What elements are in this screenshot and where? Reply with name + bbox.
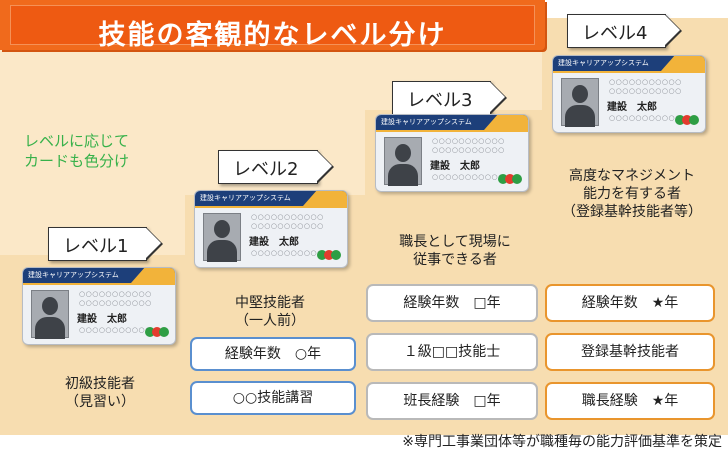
level-tag-4: レベル4 <box>567 13 682 48</box>
card-holder-name: 建設 太郎 <box>249 237 299 248</box>
card-dots-row: ○○○○○○○○○○○ <box>251 222 324 230</box>
level4-role-line-1: 高度なマネジメント <box>569 168 695 184</box>
card-system-name: 建設キャリアアップシステム <box>558 59 649 67</box>
card-dots-row: ○○○○○○○○○○○ <box>432 137 505 145</box>
card-photo <box>203 213 241 262</box>
card-dots-row: ○○○○○○○○○○○ <box>251 249 324 257</box>
level-tag-3-label: レベル3 <box>407 90 473 111</box>
level3-role-line-1: 職長として現場に <box>399 234 511 250</box>
card-holder-name: 建設 太郎 <box>430 161 480 172</box>
card-stripe <box>484 115 528 130</box>
level3-requirement-2: １級□□技能士 <box>366 333 538 371</box>
level4-requirement-3: 職長経験 ★年 <box>545 382 715 420</box>
color-note-line-1: レベルに応じて <box>24 132 130 150</box>
level2-role-line-1: 中堅技能者 <box>235 295 305 311</box>
card-system-name: 建設キャリアアップシステム <box>381 118 472 126</box>
level2-requirement-1: 経験年数 ○年 <box>190 337 356 371</box>
card-dots-row: ○○○○○○○○○○○ <box>79 299 152 307</box>
title-banner-inner: 技能の客観的なレベル分け <box>10 5 535 51</box>
card-dots-row: ○○○○○○○○○○○ <box>432 146 505 154</box>
level-tag-2: レベル2 <box>218 149 334 184</box>
card-header-line <box>553 71 705 73</box>
level2-requirement-2: ○○技能講習 <box>190 381 356 415</box>
card-header-line <box>376 130 528 132</box>
card-dots-row: ○○○○○○○○○○○ <box>251 213 324 221</box>
level4-role-line-3: （登録基幹技能者等） <box>562 204 702 220</box>
level3-requirement-1: 経験年数 □年 <box>366 284 538 322</box>
card-marks <box>498 174 522 184</box>
footnote: ※専門工事業団体等が職種毎の能力評価基準を策定 <box>402 434 722 450</box>
card-stripe <box>661 56 705 71</box>
level1-role: 初級技能者 （見習い） <box>30 375 170 411</box>
card-stripe <box>131 268 175 283</box>
card-system-name: 建設キャリアアップシステム <box>28 271 119 279</box>
id-card-level4: 建設キャリアアップシステム ○○○○○○○○○○○ ○○○○○○○○○○○ 建設… <box>552 55 706 133</box>
level-tag-2-label: レベル2 <box>233 159 299 180</box>
title-banner: 技能の客観的なレベル分け <box>0 0 545 51</box>
level4-requirement-2: 登録基幹技能者 <box>545 333 715 371</box>
level3-requirement-3: 班長経験 □年 <box>366 382 538 420</box>
id-card-level1: 建設キャリアアップシステム ○○○○○○○○○○○ ○○○○○○○○○○○ 建設… <box>22 267 176 345</box>
card-dots-row: ○○○○○○○○○○○ <box>609 114 682 122</box>
card-dots-row: ○○○○○○○○○○○ <box>79 290 152 298</box>
card-dots-row: ○○○○○○○○○○○ <box>609 78 682 86</box>
card-stripe <box>303 191 347 206</box>
level4-role: 高度なマネジメント 能力を有する者 （登録基幹技能者等） <box>546 167 718 221</box>
card-header-line <box>195 206 347 208</box>
card-holder-name: 建設 太郎 <box>607 102 657 113</box>
level2-role: 中堅技能者 （一人前） <box>200 294 340 330</box>
id-card-level2: 建設キャリアアップシステム ○○○○○○○○○○○ ○○○○○○○○○○○ 建設… <box>194 190 348 268</box>
level1-role-line-2: （見習い） <box>65 394 135 410</box>
id-card-level3: 建設キャリアアップシステム ○○○○○○○○○○○ ○○○○○○○○○○○ 建設… <box>375 114 529 192</box>
card-header-line <box>23 283 175 285</box>
page-title: 技能の客観的なレベル分け <box>98 20 447 51</box>
card-photo <box>561 78 599 127</box>
card-photo <box>31 290 69 339</box>
card-photo <box>384 137 422 186</box>
card-dots-row: ○○○○○○○○○○○ <box>79 326 152 334</box>
level-tag-3: レベル3 <box>392 80 507 115</box>
card-system-name: 建設キャリアアップシステム <box>200 194 291 202</box>
level-tag-1-label: レベル1 <box>63 236 129 257</box>
card-dots-row: ○○○○○○○○○○○ <box>432 173 505 181</box>
card-marks <box>675 115 699 125</box>
color-note-line-2: カードも色分け <box>24 152 130 170</box>
level3-role: 職長として現場に 従事できる者 <box>370 233 540 269</box>
level4-role-line-2: 能力を有する者 <box>583 186 681 202</box>
level2-role-line-2: （一人前） <box>235 313 305 329</box>
level-tag-1: レベル1 <box>48 226 163 261</box>
level-tag-4-label: レベル4 <box>582 23 648 44</box>
level4-requirement-1: 経験年数 ★年 <box>545 284 715 322</box>
card-dots-row: ○○○○○○○○○○○ <box>609 87 682 95</box>
card-marks <box>317 250 341 260</box>
card-marks <box>145 327 169 337</box>
level3-role-line-2: 従事できる者 <box>413 252 497 268</box>
color-note: レベルに応じて カードも色分け <box>24 131 129 171</box>
level1-role-line-1: 初級技能者 <box>65 376 135 392</box>
card-holder-name: 建設 太郎 <box>77 314 127 325</box>
